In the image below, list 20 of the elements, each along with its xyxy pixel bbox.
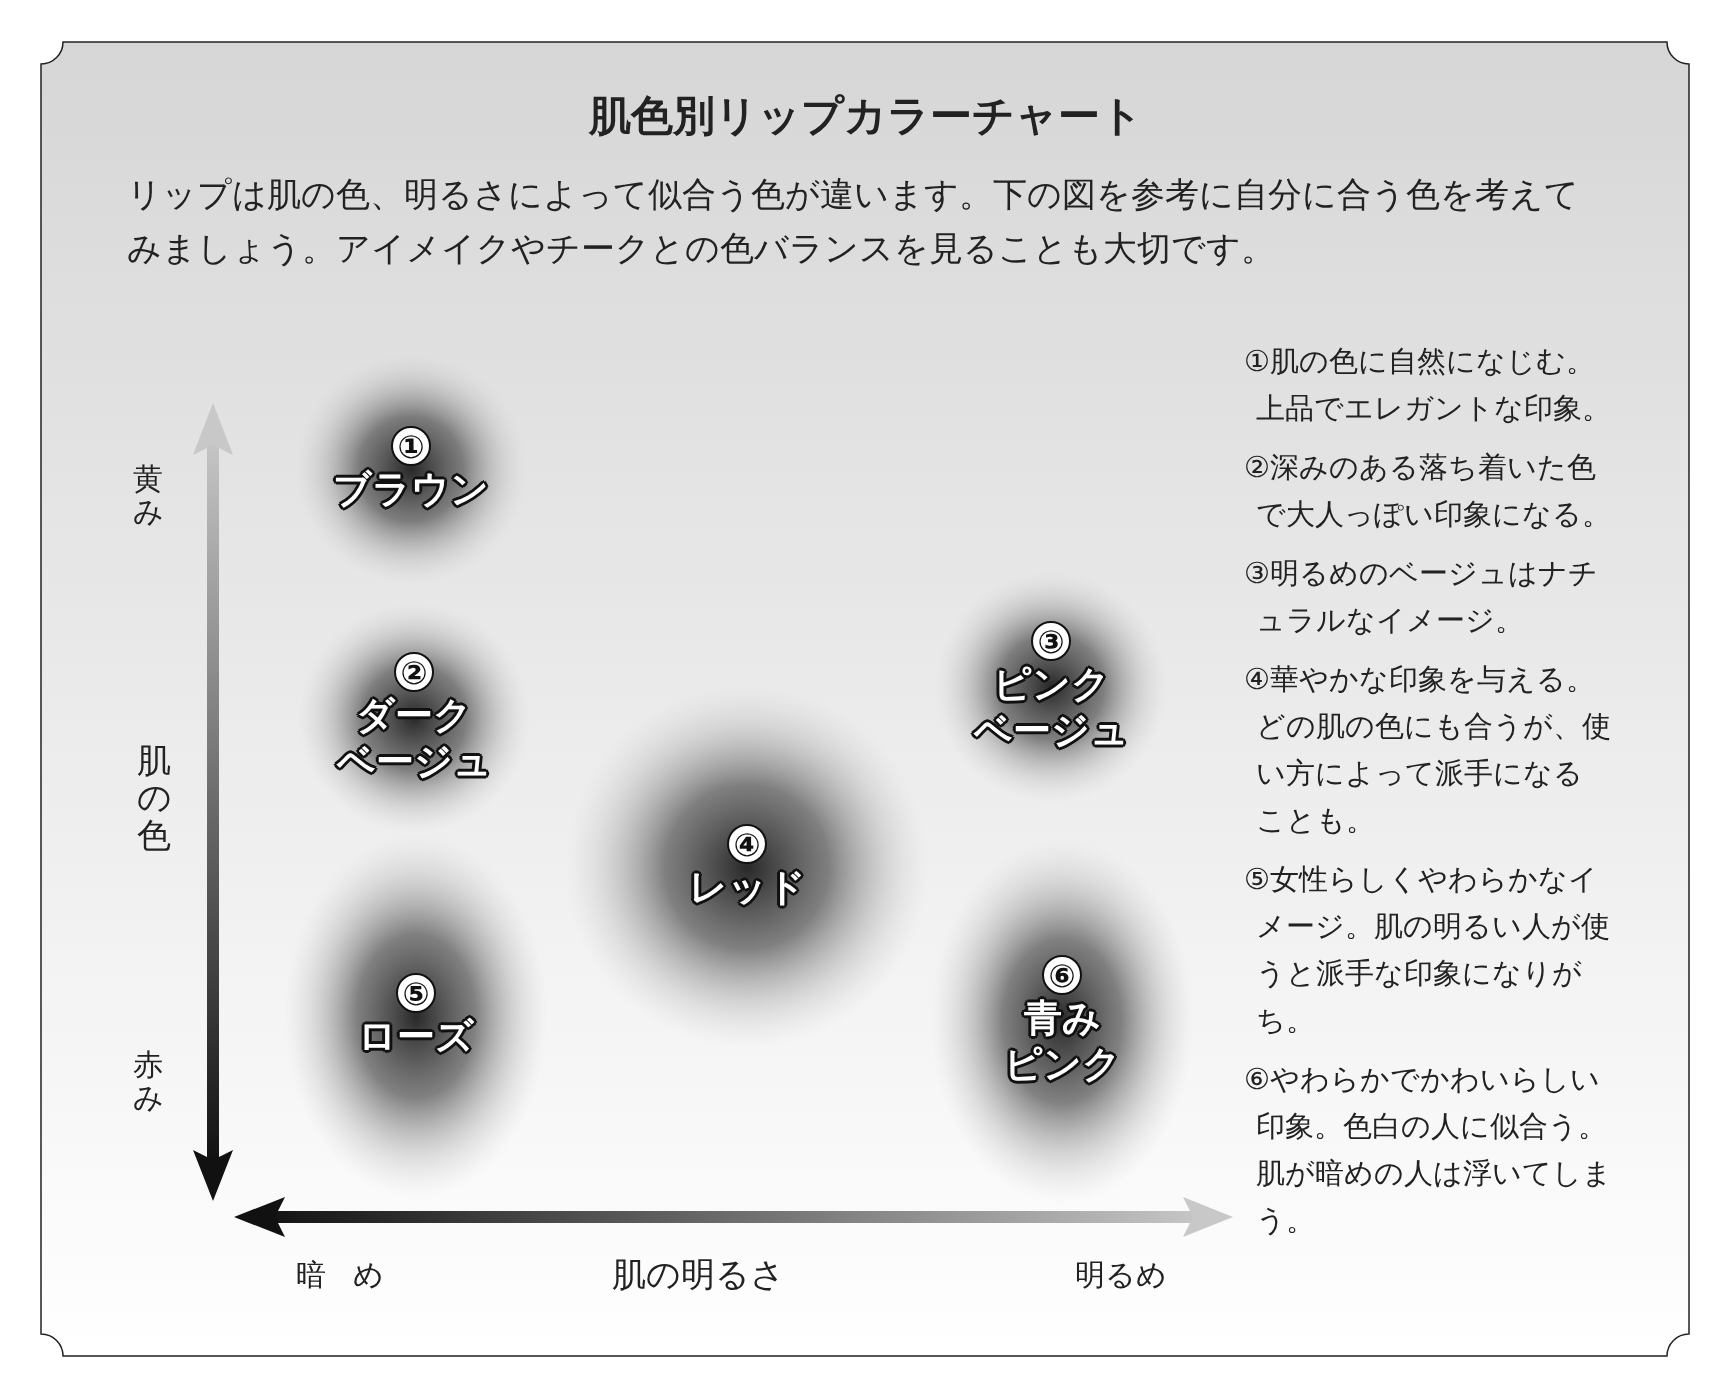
note-text: ②深みのある落ち着いた色で大人っぽい印象になる。: [1244, 449, 1612, 533]
axis-label: 暗め: [296, 1256, 411, 1294]
axis-label: 黄み: [133, 462, 163, 528]
axis-label: 明るめ: [1075, 1256, 1167, 1294]
note-text: ④華やかな印象を与える。どの肌の色にも合うが、使い方によって派手になることも。: [1244, 661, 1612, 839]
color-name: レッド: [687, 864, 807, 910]
color-name: ブラウン: [332, 466, 490, 512]
axis-title: 肌の色: [137, 742, 171, 855]
note-text: ⑥やわらかでかわいらしい印象。色白の人に似合う。肌が暗めの人は浮いてしまう。: [1244, 1061, 1613, 1239]
color-name: ダークベージュ: [335, 692, 493, 784]
note-text: ①肌の色に自然になじむ。上品でエレガントな印象。: [1244, 343, 1612, 427]
color-name: ローズ: [357, 1013, 475, 1059]
note-text: ③明るめのベージュはナチュラルなイメージ。: [1244, 555, 1599, 639]
chart-title: 肌色別リップカラーチャート: [587, 90, 1144, 142]
axis-label: 赤み: [133, 1048, 163, 1114]
color-name: ピンクベージュ: [972, 661, 1130, 753]
description-text: リップは肌の色、明るさによって似合う色が違います。下の図を参考に自分に合う色を考えてみましょう。アイメイクやチークとの色バランスを見ることも大切です。: [127, 174, 1580, 270]
note-text: ⑤女性らしくやわらかなイメージ。肌の明るい人が使うと派手な印象になりがち。: [1244, 861, 1611, 1039]
axis-title: 肌の明るさ: [612, 1253, 785, 1296]
color-name: 青みピンク: [1002, 995, 1122, 1087]
